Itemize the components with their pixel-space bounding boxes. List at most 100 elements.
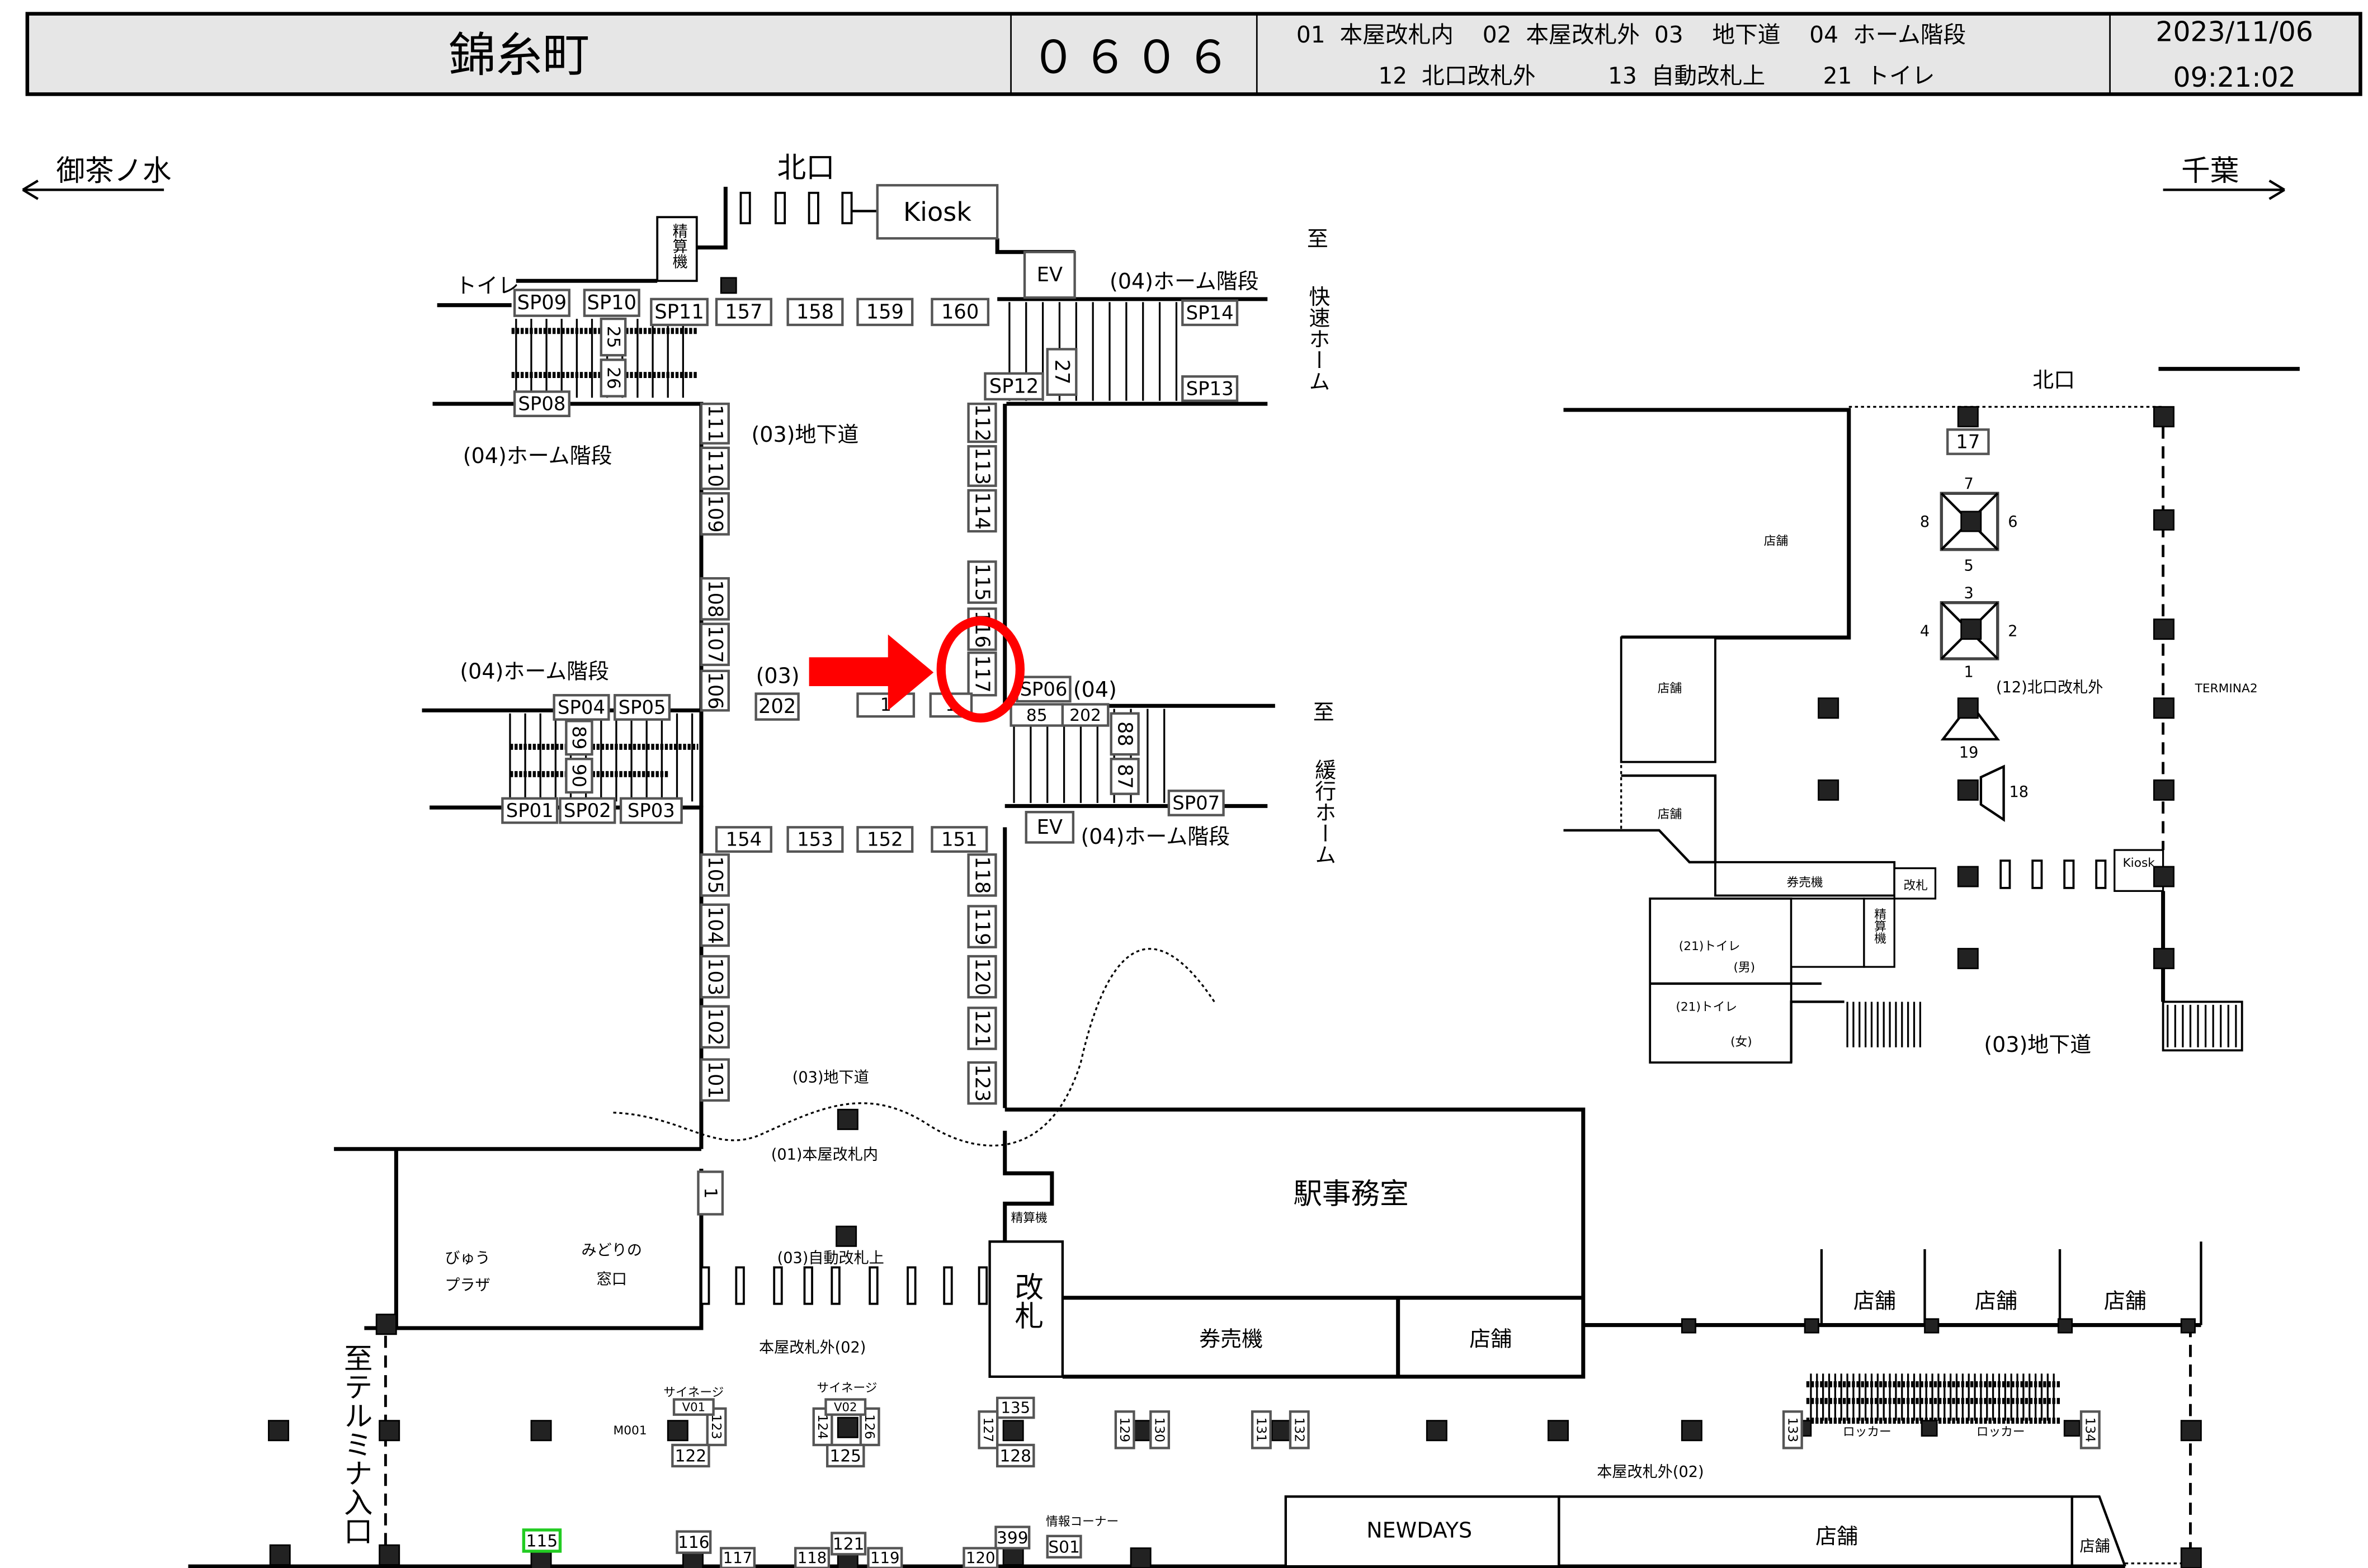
equipment-box-87: 87 bbox=[1110, 758, 1140, 795]
equipment-box-label: 157 bbox=[725, 300, 762, 323]
equipment-box-label: V02 bbox=[834, 1400, 857, 1414]
gate bbox=[831, 1266, 841, 1305]
pillar-icon bbox=[2153, 948, 2174, 970]
north-exit-area bbox=[1563, 367, 2300, 1064]
pillar-icon bbox=[375, 1314, 397, 1335]
stairs bbox=[509, 302, 2243, 1424]
north-gate-label: 改札 bbox=[1903, 879, 1927, 893]
pillar-icon bbox=[720, 277, 737, 294]
equipment-box-102: 102 bbox=[700, 1005, 730, 1049]
pillar-icon bbox=[1804, 1318, 1819, 1334]
pillar-label-5: 5 bbox=[1964, 558, 1974, 575]
shop-b-label: 店舗 bbox=[1975, 1289, 2017, 1314]
pillar-icon bbox=[1271, 1420, 1293, 1442]
fare-adjust-label: 精算機 bbox=[670, 223, 688, 269]
rapid-platform-label: 快速ホーム bbox=[1305, 285, 1330, 391]
equipment-box-135: 135 bbox=[996, 1396, 1035, 1419]
equipment-box-label: 90 bbox=[568, 764, 590, 787]
north-gate-outside-label: (12)北口改札外 bbox=[1996, 679, 2103, 696]
pillar-icon bbox=[2153, 866, 2174, 887]
equipment-box-label: 116 bbox=[678, 1532, 710, 1552]
termina2-label: TERMINA2 bbox=[2195, 682, 2258, 696]
north-underpass-label: (03)地下道 bbox=[1984, 1032, 2091, 1057]
shop-label: 店舗 bbox=[1469, 1327, 1512, 1352]
equipment-box-101: 101 bbox=[700, 1058, 730, 1102]
pillar-label-18: 18 bbox=[2009, 783, 2029, 801]
pillar-icon bbox=[2153, 509, 2174, 531]
header-bar: 錦糸町 ０６０６ 01 本屋改札内 02 本屋改札外 03 地下道 04 ホーム… bbox=[25, 12, 2362, 96]
equipment-box-label: 114 bbox=[971, 492, 994, 530]
equipment-box-113: 113 bbox=[967, 445, 997, 487]
pillar-icon bbox=[2180, 1420, 2202, 1442]
equipment-box-157: 157 bbox=[715, 297, 772, 327]
equipment-box-label: SP03 bbox=[628, 800, 675, 821]
view-plaza-label-1: びゅう bbox=[445, 1249, 490, 1267]
pillar-icon bbox=[2153, 697, 2174, 719]
main-gate-outside-2: 本屋改札外(02) bbox=[1597, 1463, 1704, 1481]
equipment-box-119: 119 bbox=[867, 1547, 903, 1568]
equipment-box-105: 105 bbox=[700, 853, 730, 897]
equipment-box-1: 1 bbox=[856, 692, 916, 718]
equipment-box-116: 116 bbox=[676, 1530, 712, 1554]
equipment-box-label: 117 bbox=[723, 1549, 753, 1567]
location-marker bbox=[809, 616, 1025, 723]
equipment-box-160: 160 bbox=[931, 297, 990, 327]
pillar-label-6: 6 bbox=[2008, 513, 2017, 531]
equipment-box-label: 125 bbox=[829, 1446, 861, 1465]
stairs-north-frame bbox=[2162, 1000, 2243, 1052]
pillar-icon bbox=[1957, 406, 1979, 428]
pillar-icon bbox=[837, 1416, 858, 1438]
pillar-label-8: 8 bbox=[1920, 513, 1930, 531]
equipment-box-130: 130 bbox=[1149, 1410, 1171, 1449]
equipment-box-25: 25 bbox=[600, 317, 627, 357]
pillar-icon bbox=[379, 1544, 400, 1566]
pillar-icon bbox=[1426, 1420, 1447, 1442]
pillar-icon bbox=[268, 1420, 290, 1442]
equipment-box-sp12: SP12 bbox=[984, 372, 1044, 401]
equipment-box-label: 106 bbox=[704, 672, 727, 710]
pillar-icon bbox=[667, 1420, 688, 1442]
gate bbox=[739, 191, 751, 225]
m001-label: M001 bbox=[613, 1424, 647, 1438]
shop-e-label: 店舗 bbox=[2079, 1538, 2110, 1555]
equipment-box-116: 116 bbox=[967, 607, 997, 651]
equipment-box-ev: EV bbox=[1025, 811, 1075, 844]
equipment-box-27: 27 bbox=[1046, 348, 1078, 396]
to-rapid-label: 至 bbox=[1307, 226, 1328, 251]
equipment-box-label: 124 bbox=[815, 1414, 831, 1439]
stairs-north-underpass bbox=[2167, 1004, 2237, 1047]
pillar-label-1: 1 bbox=[1964, 664, 1974, 681]
equipment-box-106: 106 bbox=[700, 669, 730, 712]
red-arrow-icon bbox=[809, 634, 934, 711]
equipment-box-sp04: SP04 bbox=[553, 694, 610, 721]
equipment-box-kiosk: Kiosk bbox=[876, 184, 999, 240]
signage-label-2: サイネージ bbox=[817, 1381, 877, 1395]
shop-a-label: 店舗 bbox=[1853, 1289, 1896, 1314]
equipment-box-sp07: SP07 bbox=[1167, 790, 1225, 816]
stairs-bottom-left bbox=[509, 713, 694, 802]
pillar-label-2: 2 bbox=[2008, 622, 2017, 640]
pillar-icon bbox=[1960, 618, 1982, 640]
pillar-label-7: 7 bbox=[1964, 475, 1974, 493]
equipment-box-118: 118 bbox=[967, 853, 997, 897]
equipment-box-label: 109 bbox=[704, 495, 727, 532]
stairs-north-toilet bbox=[1846, 1002, 1921, 1047]
equipment-box-label: 26 bbox=[603, 367, 623, 389]
equipment-box-label: 110 bbox=[704, 450, 727, 487]
equipment-box-label: 87 bbox=[1114, 764, 1136, 789]
equipment-box-104: 104 bbox=[700, 903, 730, 947]
north-fare-adjust: 精算機 bbox=[1872, 908, 1886, 944]
pillar-icon bbox=[1957, 948, 1979, 970]
pillar-icon bbox=[2153, 618, 2174, 640]
ticket-gate-block bbox=[988, 1240, 1064, 1378]
equipment-box-s01: S01 bbox=[1046, 1534, 1082, 1559]
locker-label-2: ロッカー bbox=[1977, 1425, 2025, 1439]
equipment-box-label: SP13 bbox=[1186, 377, 1234, 399]
pillars bbox=[268, 277, 2202, 1568]
auto-gate-upper: (03)自動改札上 bbox=[777, 1249, 884, 1267]
equipment-box-111: 111 bbox=[700, 402, 730, 445]
pillar-icon bbox=[2057, 1318, 2073, 1334]
toilet-f-1: (21)トイレ bbox=[1676, 1000, 1737, 1014]
